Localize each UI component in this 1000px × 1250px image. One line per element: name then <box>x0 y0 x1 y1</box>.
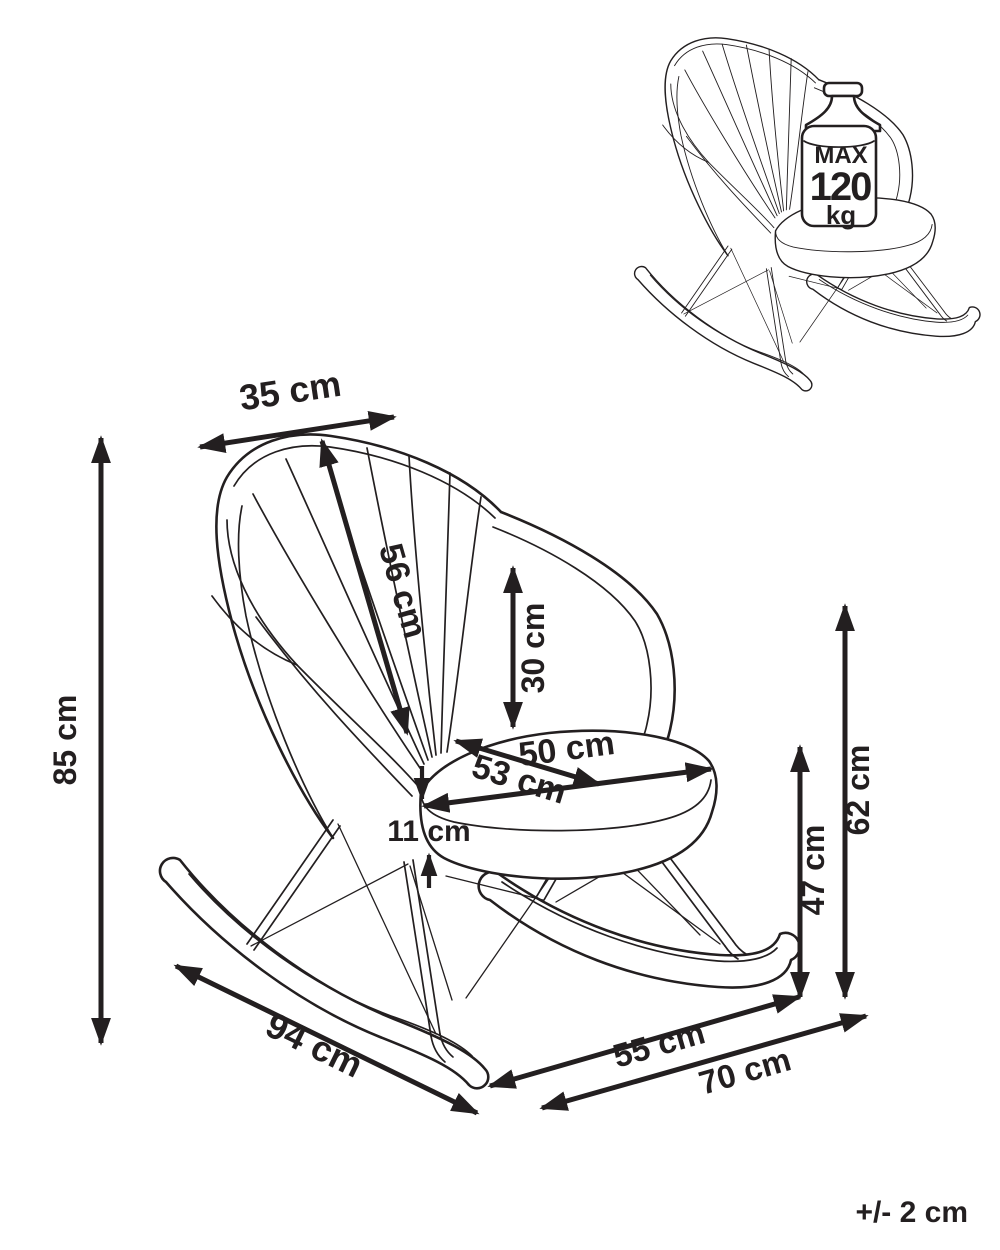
weight-neck-icon <box>804 94 882 133</box>
dim-base-depth-outer-arrow <box>539 1013 869 1111</box>
dim-seat-width-arrow <box>421 762 714 813</box>
weight-knob-icon <box>822 81 864 98</box>
tolerance-note: +/- 2 cm <box>855 1196 968 1229</box>
max-weight-unit: kg <box>826 200 856 230</box>
dim-rocker-length-arrow <box>173 963 480 1116</box>
dim-overall-height-label: 85 cm <box>47 695 83 786</box>
dimension-annotations: 35 cm 56 cm 30 cm 85 cm 53 cm 50 cm 11 c… <box>47 363 876 1116</box>
weight-body-icon <box>800 124 878 228</box>
dim-armrest-height-label: 62 cm <box>840 745 876 836</box>
dim-backrest-length-arrow <box>319 438 410 736</box>
dim-seat-height-label: 47 cm <box>795 825 831 916</box>
max-weight-badge: MAX 120 kg <box>800 81 882 230</box>
dim-cushion-thickness-label: 11 cm <box>387 815 470 848</box>
dim-top-width-arrow <box>197 410 397 454</box>
weight-body-rim <box>803 140 875 148</box>
dim-armrest-above-seat-label: 30 cm <box>515 603 551 694</box>
max-weight-word: MAX <box>814 142 867 169</box>
dim-top-width-label: 35 cm <box>237 363 344 419</box>
max-weight-value: 120 <box>810 165 871 209</box>
